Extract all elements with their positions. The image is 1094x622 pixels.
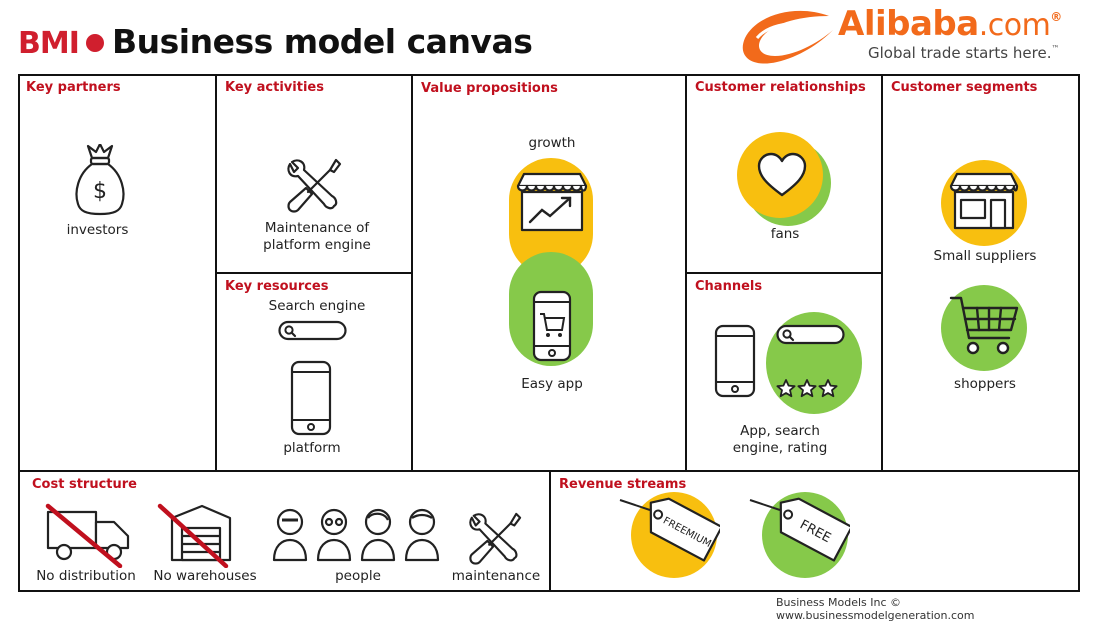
- resource-label-search: Search engine: [268, 298, 366, 314]
- segment-label-shoppers: shoppers: [954, 376, 1016, 392]
- shopping-app-icon: [532, 290, 572, 362]
- value-label-app: Easy app: [521, 376, 583, 392]
- section-title-customer-relationships: Customer relationships: [695, 80, 866, 95]
- divider: [685, 272, 883, 274]
- section-title-channels: Channels: [695, 279, 763, 294]
- bmi-logo-dot: [86, 34, 104, 52]
- cost-label-maintenance: maintenance: [451, 568, 541, 584]
- svg-text:$: $: [93, 179, 107, 204]
- section-title-cost-structure: Cost structure: [32, 477, 137, 492]
- value-label-growth: growth: [528, 135, 576, 151]
- search-bar-icon: [278, 320, 347, 341]
- section-title-value-propositions: Value propositions: [421, 81, 558, 96]
- relationship-label: fans: [770, 226, 800, 242]
- footer-credit: Business Models Inc © www.businessmodelg…: [776, 596, 975, 622]
- divider: [215, 272, 413, 274]
- phone-icon: [714, 324, 756, 398]
- heart-icon: [757, 152, 807, 197]
- cost-label-warehouses: No warehouses: [153, 568, 257, 584]
- store-icon: [949, 172, 1019, 230]
- storefront-growth-icon: [516, 172, 588, 232]
- divider: [549, 470, 551, 592]
- activity-label-line1: Maintenance of: [264, 220, 370, 236]
- no-warehouse-icon: [157, 503, 232, 568]
- no-truck-icon: [45, 503, 130, 568]
- section-title-key-partners: Key partners: [26, 80, 121, 95]
- section-title-key-resources: Key resources: [225, 279, 329, 294]
- maintenance-tools-icon: [469, 512, 522, 565]
- segment-label-suppliers: Small suppliers: [933, 248, 1037, 264]
- section-title-customer-segments: Customer segments: [891, 80, 1038, 95]
- cost-label-people: people: [335, 568, 381, 584]
- section-title-key-activities: Key activities: [225, 80, 324, 95]
- channel-label-line2: engine, rating: [732, 440, 828, 456]
- search-bar-icon: [776, 324, 845, 345]
- tools-icon: [287, 158, 342, 213]
- alibaba-swirl-icon: [742, 10, 833, 64]
- shopping-cart-icon: [949, 296, 1019, 355]
- partner-label: investors: [66, 222, 129, 238]
- people-icon: [272, 508, 440, 562]
- free-tag-icon: FREE: [749, 497, 850, 562]
- resource-label-platform: platform: [283, 440, 341, 456]
- section-title-revenue-streams: Revenue streams: [559, 477, 687, 492]
- bmi-logo: BMI: [18, 26, 80, 61]
- alibaba-logo: Alibaba.com®: [838, 4, 1062, 44]
- money-bag-icon: $: [75, 144, 125, 216]
- rating-stars-icon: [776, 379, 838, 398]
- smartphone-icon: [290, 360, 332, 436]
- cost-label-distribution: No distribution: [36, 568, 136, 584]
- activity-label-line2: platform engine: [263, 237, 371, 253]
- alibaba-tagline: Global trade starts here.™: [868, 44, 1060, 62]
- channel-label-line1: App, search: [740, 423, 820, 439]
- page-title: Business model canvas: [112, 22, 533, 61]
- freemium-tag-icon: FREEMIUM: [619, 497, 720, 562]
